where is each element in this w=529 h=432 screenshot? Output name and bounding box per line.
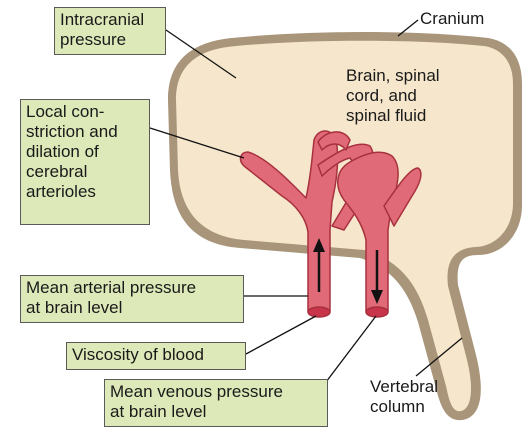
- label-mean-arterial-pressure: Mean arterial pressure at brain level: [20, 275, 244, 323]
- vein-opening: [366, 307, 388, 317]
- label-viscosity-of-blood: Viscosity of blood: [66, 342, 246, 370]
- label-brain-spinal-cord-fluid: Brain, spinal cord, and spinal fluid: [346, 66, 440, 126]
- label-intracranial-pressure: Intracranial pressure: [54, 7, 166, 55]
- label-vertebral-column: Vertebral column: [370, 377, 438, 417]
- leader-mean-venous: [326, 316, 376, 382]
- artery-opening: [308, 307, 330, 317]
- label-cranium: Cranium: [420, 9, 484, 29]
- leader-viscosity: [246, 316, 316, 354]
- label-local-constriction-dilation: Local con- striction and dilation of cer…: [20, 99, 150, 225]
- label-mean-venous-pressure: Mean venous pressure at brain level: [104, 379, 328, 427]
